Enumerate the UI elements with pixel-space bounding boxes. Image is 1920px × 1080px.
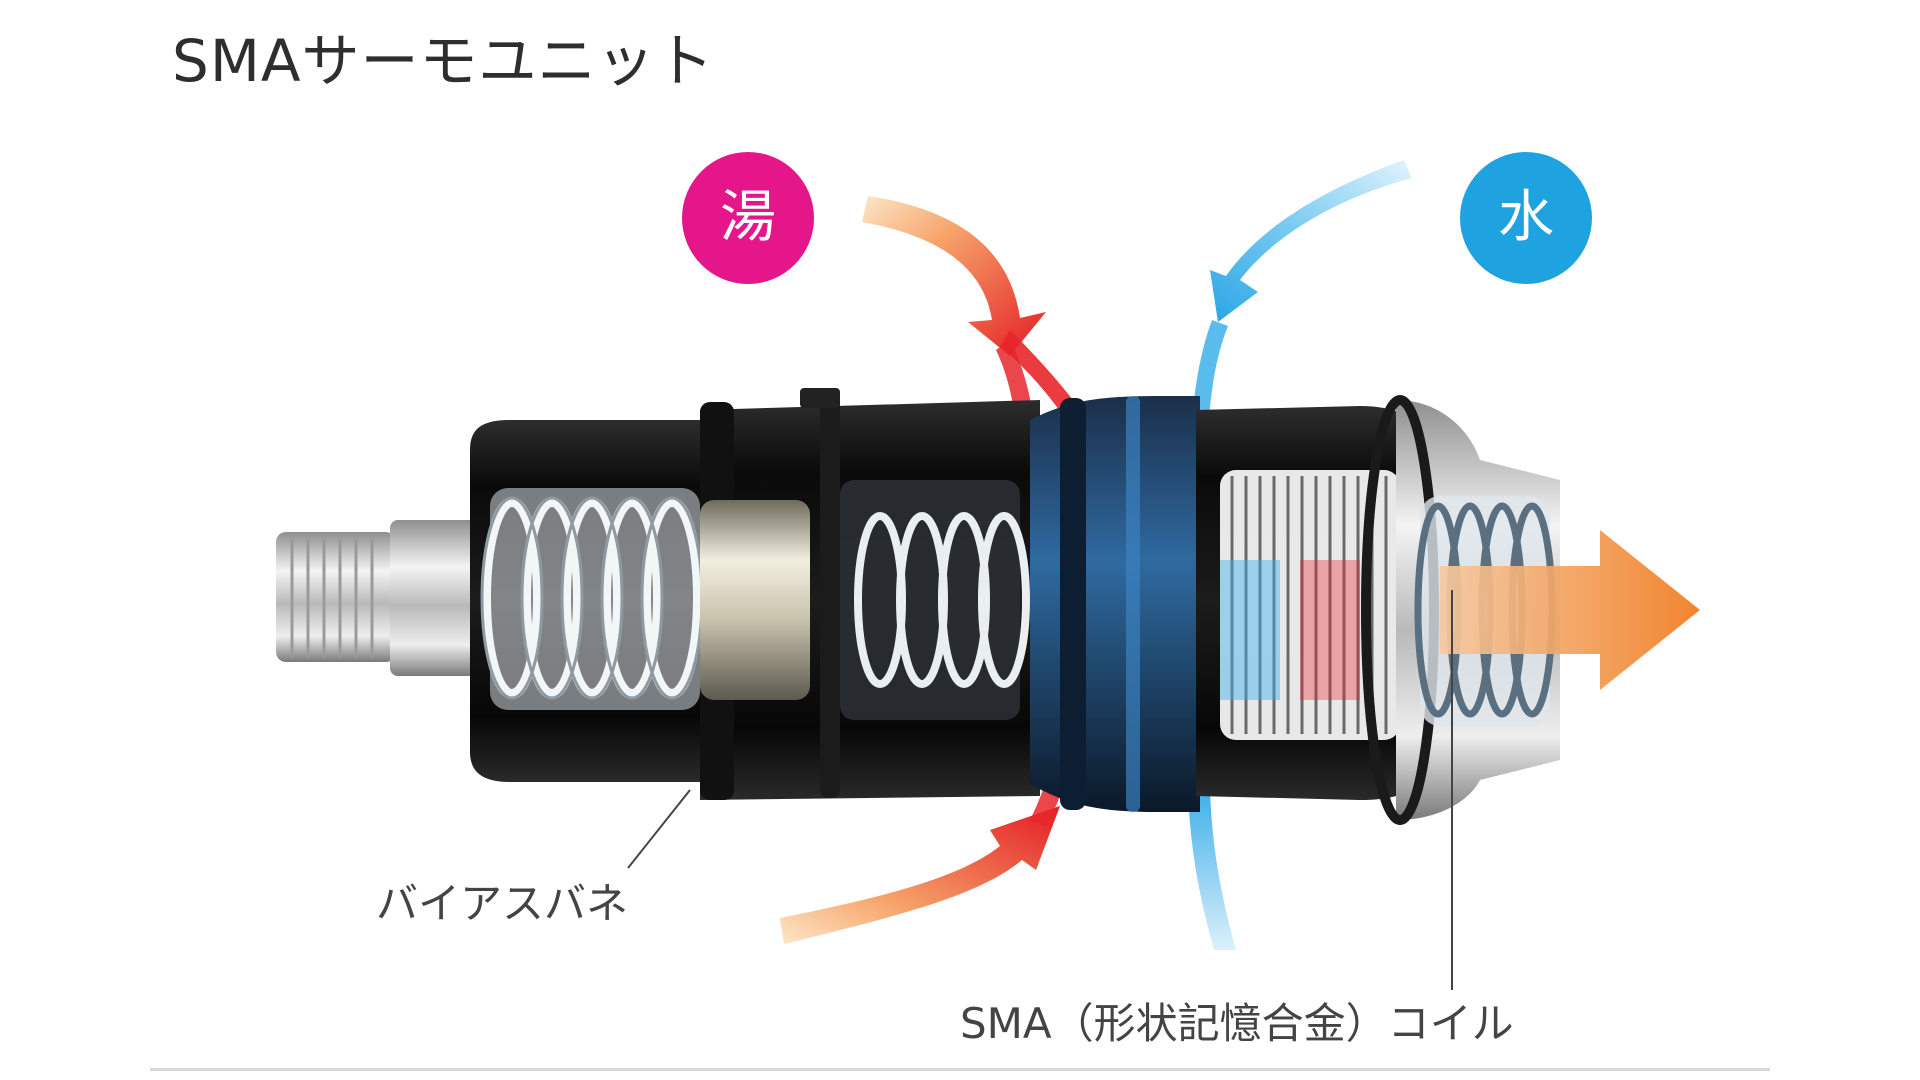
sma-coil-label: SMA（形状記憶合金）コイル: [960, 999, 1514, 1048]
bias-spring-shading: [480, 496, 704, 700]
mixing-collar: [1030, 396, 1200, 812]
shaft-collar: [390, 520, 480, 676]
hot-inflow-arrow-top: [862, 196, 1046, 356]
cold-inflow-arrow: [1210, 160, 1412, 322]
cold-stream-bottom: [1188, 790, 1236, 950]
sma-cage-cold-tint: [1220, 560, 1280, 700]
middle-spring-coils: [854, 512, 1030, 688]
collar-band: [1060, 398, 1086, 810]
bias-spring-label: バイアスバネ: [376, 879, 629, 928]
sma-cage-hot-tint: [1300, 560, 1360, 700]
spline-shaft: [276, 532, 396, 662]
collar-band-2: [1126, 396, 1140, 812]
hot-water-badge: 湯: [682, 152, 814, 284]
cold-water-badge: 水: [1460, 152, 1592, 284]
sma-cage: [1220, 470, 1400, 740]
body-notch: [800, 388, 840, 408]
bias-spring-leader: [627, 789, 691, 869]
hot-inflow-arrow-bottom: [780, 806, 1060, 944]
bottom-divider: [150, 1068, 1770, 1071]
piston: [700, 500, 810, 700]
page-title: SMAサーモユニット: [172, 27, 715, 95]
mixed-outflow-arrow: [1440, 530, 1700, 690]
bias-spring-coils: [481, 497, 703, 699]
middle-spring-window: [840, 480, 1020, 720]
body-flange-2: [820, 398, 840, 798]
spline-teeth: [290, 536, 374, 658]
